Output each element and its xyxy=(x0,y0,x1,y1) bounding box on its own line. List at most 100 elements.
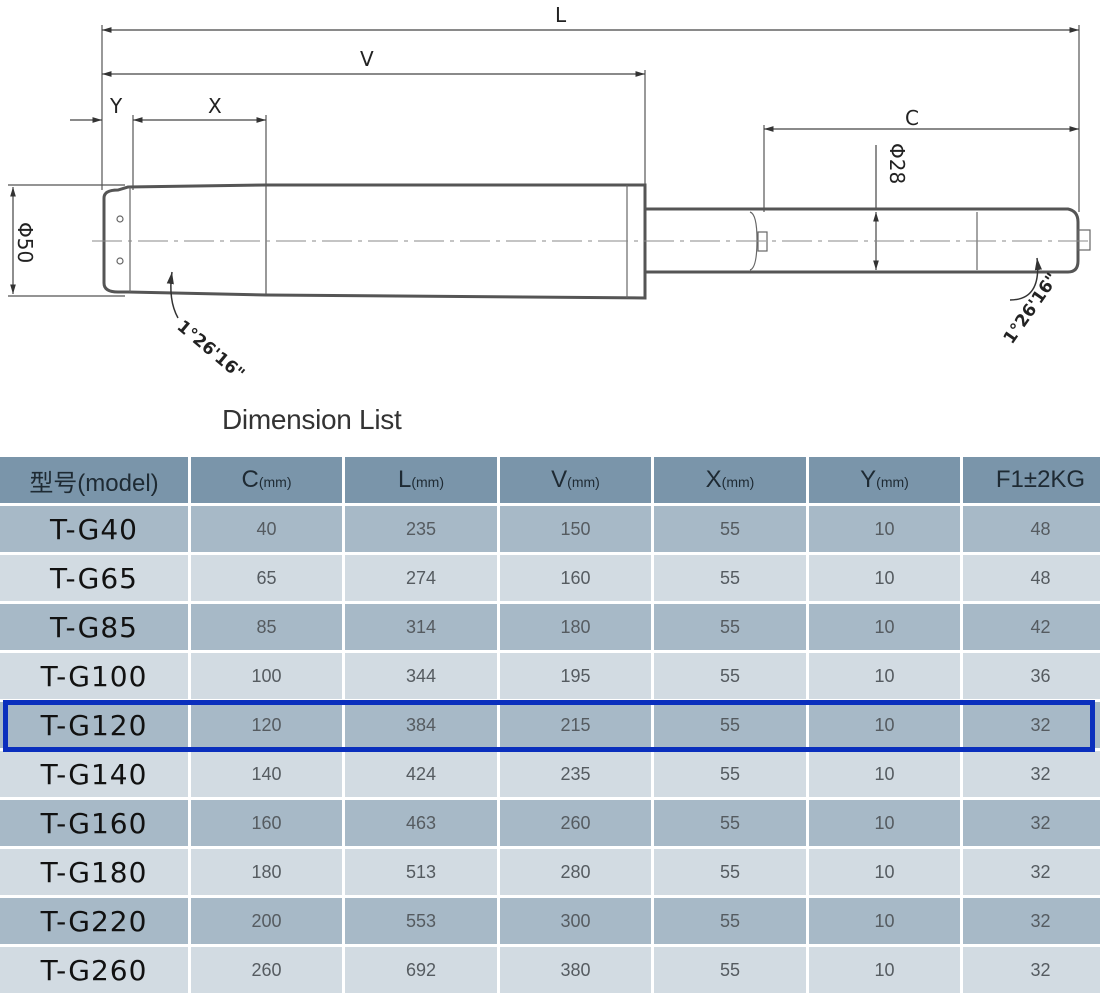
value-cell-l: 384 xyxy=(345,702,497,748)
drawing-stroke xyxy=(116,257,124,265)
value-cell-c: 140 xyxy=(191,751,342,797)
value-cell-x: 55 xyxy=(654,800,806,846)
value-cell-x: 55 xyxy=(654,506,806,552)
model-cell: T-G220 xyxy=(0,898,188,944)
table-header-row: 型号(model)C(mm)L(mm)V(mm)X(mm)Y(mm)F1±2KG xyxy=(0,457,1100,503)
column-header-y: Y(mm) xyxy=(809,457,960,503)
technical-drawing: L V Y X C Φ50 Φ28 1°26'16" 1°26'16" xyxy=(8,3,1091,385)
drawing-stroke xyxy=(749,211,758,271)
value-cell-y: 10 xyxy=(809,947,960,993)
drawing-stroke xyxy=(116,215,124,223)
column-header-label: 型号(model) xyxy=(29,469,159,497)
label-rod-diameter: Φ28 xyxy=(885,143,909,184)
column-header-label: V xyxy=(551,466,568,493)
value-cell-x: 55 xyxy=(654,947,806,993)
column-header-unit: (mm) xyxy=(721,474,755,490)
value-cell-v: 235 xyxy=(500,751,651,797)
column-header-unit: (mm) xyxy=(876,474,909,490)
value-cell-v: 195 xyxy=(500,653,651,699)
drawing-stroke xyxy=(166,271,179,319)
column-header-unit: (mm) xyxy=(258,474,292,490)
label-L: L xyxy=(555,3,567,27)
value-cell-f1: 32 xyxy=(963,751,1100,797)
value-cell-y: 10 xyxy=(809,555,960,601)
drawing-stroke xyxy=(8,25,1080,297)
model-cell: T-G140 xyxy=(0,751,188,797)
column-header-unit: (mm) xyxy=(567,474,600,490)
value-cell-l: 553 xyxy=(345,898,497,944)
value-cell-l: 424 xyxy=(345,751,497,797)
value-cell-f1: 32 xyxy=(963,849,1100,895)
column-header-v: V(mm) xyxy=(500,457,651,503)
drawing-stroke xyxy=(10,27,1079,294)
value-cell-f1: 42 xyxy=(963,604,1100,650)
column-header-label: F1±2KG xyxy=(995,466,1086,493)
drawing-stroke xyxy=(1009,257,1042,301)
column-header-label: X xyxy=(705,466,722,493)
value-cell-f1: 48 xyxy=(963,555,1100,601)
value-cell-y: 10 xyxy=(809,506,960,552)
value-cell-v: 300 xyxy=(500,898,651,944)
model-cell: T-G100 xyxy=(0,653,188,699)
model-cell: T-G260 xyxy=(0,947,188,993)
value-cell-v: 260 xyxy=(500,800,651,846)
value-cell-c: 85 xyxy=(191,604,342,650)
value-cell-x: 55 xyxy=(654,898,806,944)
value-cell-f1: 32 xyxy=(963,898,1100,944)
value-cell-c: 200 xyxy=(191,898,342,944)
dimension-list-title: Dimension List xyxy=(222,404,402,435)
column-header-unit: (mm) xyxy=(411,474,444,490)
column-header-c: C(mm) xyxy=(191,457,342,503)
label-V: V xyxy=(360,47,374,71)
value-cell-v: 180 xyxy=(500,604,651,650)
value-cell-v: 160 xyxy=(500,555,651,601)
value-cell-y: 10 xyxy=(809,751,960,797)
column-header-label: L xyxy=(397,466,412,493)
model-cell: T-G85 xyxy=(0,604,188,650)
value-cell-c: 100 xyxy=(191,653,342,699)
value-cell-x: 55 xyxy=(654,702,806,748)
value-cell-l: 235 xyxy=(345,506,497,552)
value-cell-c: 40 xyxy=(191,506,342,552)
column-header-label: Y xyxy=(860,466,877,493)
value-cell-f1: 32 xyxy=(963,947,1100,993)
label-taper-angle-right: 1°26'16" xyxy=(1000,269,1063,347)
value-cell-x: 55 xyxy=(654,849,806,895)
value-cell-x: 55 xyxy=(654,653,806,699)
value-cell-f1: 32 xyxy=(963,800,1100,846)
value-cell-c: 65 xyxy=(191,555,342,601)
model-cell: T-G40 xyxy=(0,506,188,552)
value-cell-v: 150 xyxy=(500,506,651,552)
value-cell-l: 463 xyxy=(345,800,497,846)
column-header-model: 型号(model) xyxy=(0,457,188,503)
label-taper-angle-left: 1°26'16" xyxy=(173,317,248,385)
value-cell-f1: 32 xyxy=(963,702,1100,748)
value-cell-l: 274 xyxy=(345,555,497,601)
value-cell-f1: 48 xyxy=(963,506,1100,552)
value-cell-y: 10 xyxy=(809,849,960,895)
value-cell-v: 380 xyxy=(500,947,651,993)
drawing-stroke xyxy=(1077,229,1091,251)
value-cell-c: 260 xyxy=(191,947,342,993)
model-cell: T-G65 xyxy=(0,555,188,601)
value-cell-y: 10 xyxy=(809,604,960,650)
drawing-stroke xyxy=(102,183,647,300)
model-cell: T-G180 xyxy=(0,849,188,895)
value-cell-c: 180 xyxy=(191,849,342,895)
column-header-l: L(mm) xyxy=(345,457,497,503)
column-header-label: C xyxy=(241,466,259,493)
model-cell: T-G160 xyxy=(0,800,188,846)
label-X: X xyxy=(208,94,222,118)
label-body-diameter: Φ50 xyxy=(13,222,37,263)
value-cell-l: 692 xyxy=(345,947,497,993)
